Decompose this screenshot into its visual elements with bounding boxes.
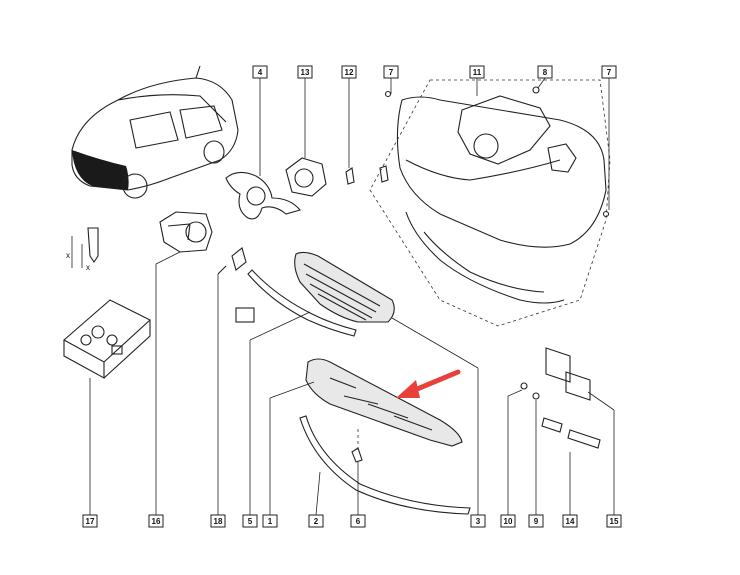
- clip-kit-box: [63, 299, 151, 515]
- callout-5: 5: [242, 514, 258, 528]
- clip-12: [345, 78, 355, 185]
- callout-2: 2: [308, 514, 324, 528]
- svg-text:14: 14: [566, 517, 575, 526]
- svg-text:10: 10: [504, 517, 513, 526]
- callout-16: 16: [148, 514, 164, 528]
- lower-grille: [294, 251, 479, 515]
- headlight-bracket: [155, 211, 213, 515]
- dimension-screw: x x: [66, 227, 99, 272]
- callout-8: 8: [537, 65, 553, 79]
- svg-text:13: 13: [301, 68, 310, 77]
- callout-9: 9: [528, 514, 544, 528]
- callout-13: 13: [297, 65, 313, 79]
- undertray: [269, 358, 463, 515]
- mounting-brackets: [545, 347, 615, 515]
- callout-18: 18: [210, 514, 226, 528]
- svg-text:5: 5: [248, 517, 253, 526]
- screw-7-left: [379, 78, 392, 183]
- callout-7-left: 7: [383, 65, 399, 79]
- nut-9: [532, 392, 540, 515]
- clips-14: [541, 417, 601, 515]
- fog-lamp-bracket: [285, 78, 327, 197]
- bumper-assembly: [369, 79, 611, 327]
- svg-text:4: 4: [258, 68, 263, 77]
- callout-11: 11: [469, 65, 485, 79]
- svg-text:16: 16: [152, 517, 161, 526]
- callout-3: 3: [470, 514, 486, 528]
- dim-x-label: x: [86, 263, 90, 272]
- svg-text:17: 17: [86, 517, 95, 526]
- dim-x-label: x: [66, 251, 70, 260]
- svg-text:12: 12: [345, 68, 354, 77]
- callout-17: 17: [82, 514, 98, 528]
- svg-text:3: 3: [476, 517, 481, 526]
- grille-frame: [225, 78, 301, 220]
- side-bracket: [547, 143, 577, 173]
- callout-7-right: 7: [601, 65, 617, 79]
- callout-4: 4: [252, 65, 268, 79]
- svg-text:11: 11: [473, 68, 482, 77]
- highlight-arrow-icon: [396, 369, 461, 398]
- callout-15: 15: [606, 514, 622, 528]
- small-clip: [217, 247, 247, 515]
- screw-6: [351, 428, 363, 515]
- svg-text:1: 1: [268, 517, 273, 526]
- lower-strip: [299, 415, 471, 516]
- trim-strip-5: [235, 269, 357, 515]
- clip-8: [532, 77, 546, 94]
- callout-6: 6: [350, 514, 366, 528]
- car-front-highlight: [72, 150, 129, 190]
- screw-7-right: [602, 78, 610, 218]
- svg-text:9: 9: [534, 517, 539, 526]
- callout-12: 12: [341, 65, 357, 79]
- nut-10: [507, 382, 528, 515]
- car-illustration: [71, 65, 239, 199]
- svg-text:7: 7: [607, 68, 612, 77]
- callout-1: 1: [262, 514, 278, 528]
- svg-text:7: 7: [389, 68, 394, 77]
- svg-text:2: 2: [314, 517, 319, 526]
- callout-10: 10: [500, 514, 516, 528]
- svg-text:18: 18: [214, 517, 223, 526]
- upper-beam-bracket: [457, 78, 551, 165]
- svg-text:6: 6: [356, 517, 361, 526]
- svg-text:8: 8: [543, 68, 548, 77]
- svg-text:15: 15: [610, 517, 619, 526]
- callout-14: 14: [562, 514, 578, 528]
